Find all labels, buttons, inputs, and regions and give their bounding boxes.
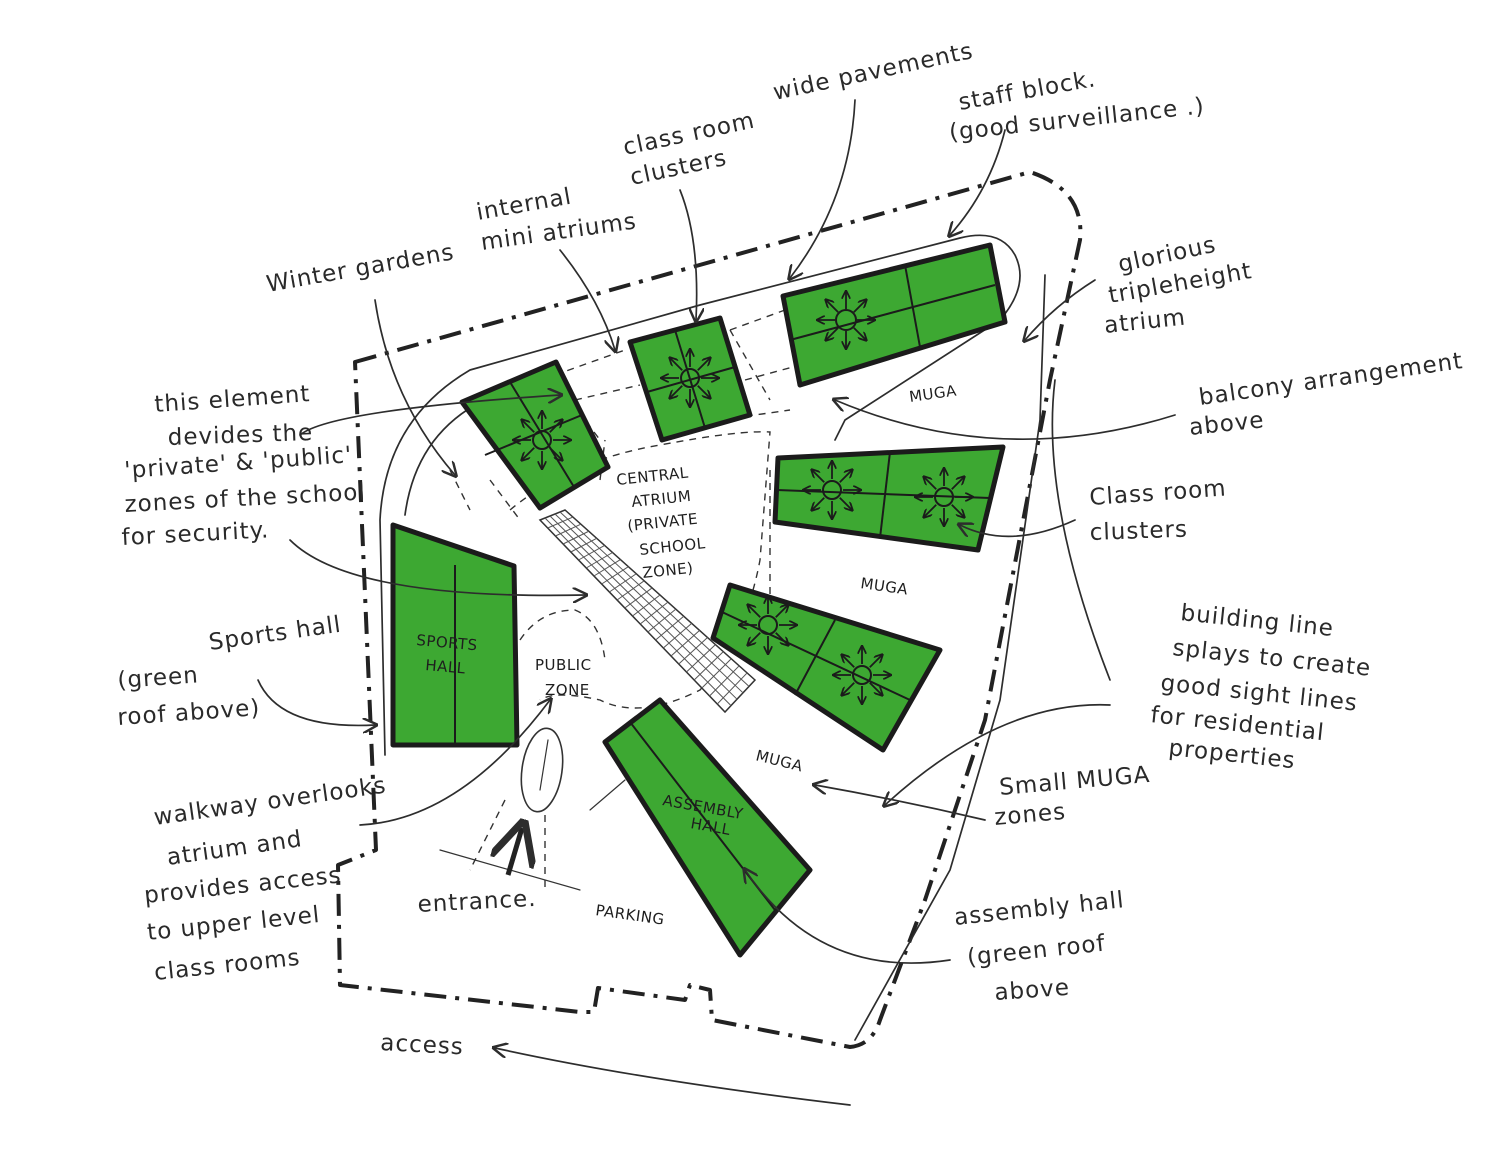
annotation-building-line: building line	[1179, 600, 1335, 642]
public-zone-label: PUBLIC	[535, 656, 592, 674]
mini-atrium-arrows	[514, 292, 972, 703]
annotation-entrance: entrance.	[417, 886, 537, 918]
annotation-balcony: above	[1188, 407, 1266, 441]
annotation-walkway: to upper level	[146, 902, 322, 946]
annotation-walkway: class rooms	[153, 945, 302, 986]
annotation-sports-hall: Sports hall	[207, 612, 343, 656]
site-boundary	[336, 170, 1083, 1049]
annotation-access: access	[380, 1030, 465, 1060]
central-atrium-label: ATRIUM	[631, 487, 693, 511]
central-atrium-label: CENTRAL	[616, 464, 690, 489]
annotation-assembly-hall: (green roof	[966, 931, 1107, 971]
pavement-line-outer	[379, 234, 1021, 756]
public-zone-outline	[519, 609, 606, 661]
annotation-walkway: walkway overlooks	[152, 773, 388, 831]
muga-label: MUGA	[754, 746, 805, 775]
annotation-element-divides: this element	[154, 381, 312, 418]
buildings	[390, 242, 1008, 958]
annotation-walkway: atrium and	[165, 826, 304, 871]
winter-garden-links	[449, 309, 801, 600]
sports-hall-label: HALL	[425, 656, 467, 677]
annotation-balcony: balcony arrangement	[1197, 348, 1465, 411]
annotation-class-room-clusters-right: clusters	[1089, 517, 1188, 546]
annotation-winter-gardens: Winter gardens	[265, 239, 457, 298]
class-block-e	[710, 582, 943, 753]
assembly-hall	[602, 697, 813, 958]
annotation-small-muga: Small MUGA	[998, 762, 1151, 801]
central-atrium-label: ZONE)	[642, 559, 695, 582]
parking-label: PARKING	[594, 901, 665, 928]
annotations: wide pavements staff block. (good survei…	[117, 38, 1465, 1060]
pavement-line-right	[854, 274, 1046, 1041]
annotation-element-divides: zones of the school	[124, 479, 366, 518]
class-block-c-staff	[780, 242, 1008, 388]
annotation-sports-hall: roof above)	[117, 695, 261, 731]
annotation-element-divides: for security.	[121, 517, 270, 551]
annotation-small-muga: zones	[993, 799, 1067, 831]
annotation-assembly-hall: assembly hall	[953, 887, 1126, 931]
pavement-line-inner	[404, 404, 476, 516]
hatched-walkway	[538, 509, 757, 714]
mini-atriums	[532, 309, 954, 685]
annotation-sports-hall: (green	[117, 662, 200, 694]
central-atrium-label: SCHOOL	[639, 534, 707, 559]
entrance-symbol	[439, 727, 626, 891]
annotation-wide-pavements: wide pavements	[771, 38, 976, 106]
annotation-triple-height: atrium	[1103, 305, 1187, 339]
public-zone-label: ZONE	[545, 681, 590, 699]
muga-label: MUGA	[908, 381, 958, 406]
leader-lines	[257, 99, 1176, 1106]
sports-hall-label: SPORTS	[416, 631, 479, 654]
annotation-element-divides: devides the	[167, 420, 313, 451]
muga-label: MUGA	[859, 574, 909, 599]
annotation-assembly-hall: above	[994, 975, 1071, 1006]
annotation-class-room-clusters-right: Class room	[1089, 475, 1228, 511]
central-atrium-label: (PRIVATE	[627, 510, 699, 535]
